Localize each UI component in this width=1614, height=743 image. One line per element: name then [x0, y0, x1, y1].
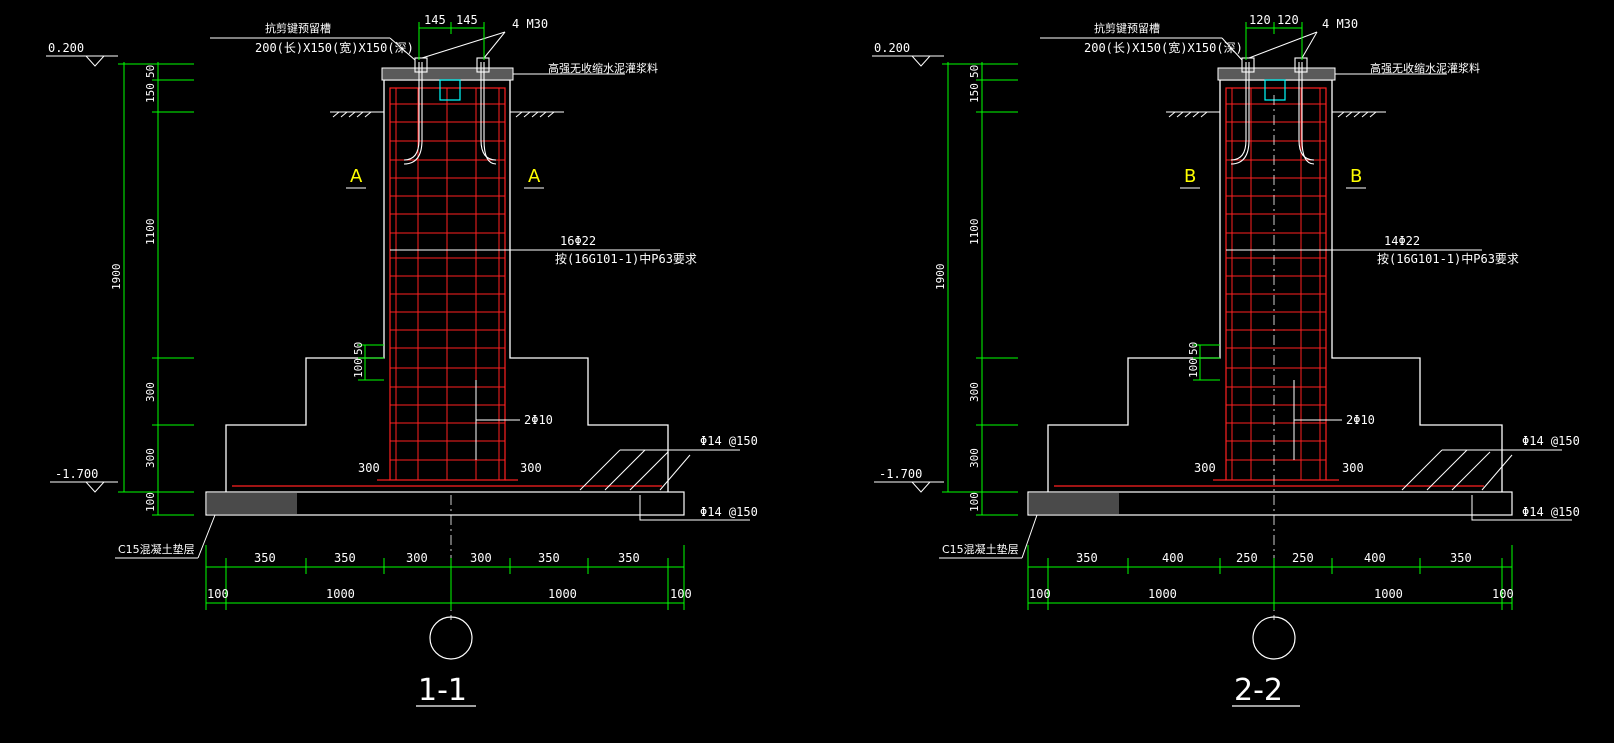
- elev-top: 0.200: [48, 41, 84, 55]
- vd-1900: 1900: [110, 264, 123, 291]
- section-2-2: 2Φ10 14Φ22 按(16G101-1)中P63要求 Φ14 @150 Φ1…: [872, 13, 1580, 708]
- bottom-bar-label: Φ14 @150: [700, 505, 758, 519]
- side-label-left: A: [350, 166, 363, 187]
- bolt-spacing-2: 145: [456, 13, 478, 27]
- bolt-label: 4 M30: [512, 17, 548, 31]
- hd-bot-2: 1000: [326, 587, 355, 601]
- vd-300b: 300: [144, 448, 157, 468]
- groove-label-2: 200(长)X150(宽)X150(深): [1084, 40, 1243, 55]
- hd-top-2: 350: [334, 551, 356, 565]
- foundation-outline: [1047, 79, 1503, 492]
- hd-bot-1: 100: [1029, 587, 1051, 601]
- vd-150: 150: [968, 83, 981, 103]
- grout-layer: [381, 67, 514, 81]
- tie-bar-label: 2Φ10: [1346, 413, 1375, 427]
- vd-50b: 50: [1187, 342, 1200, 355]
- hook-left-label: 300: [1194, 461, 1216, 475]
- hd-top-6: 350: [1450, 551, 1472, 565]
- vd-100: 100: [1187, 358, 1200, 378]
- cage-verticals: [1231, 88, 1321, 480]
- cage-stirrups: [390, 103, 505, 461]
- hd-bot-4: 100: [1492, 587, 1514, 601]
- hd-top-4: 300: [470, 551, 492, 565]
- hd-bot-1: 100: [207, 587, 229, 601]
- bolt-spacing-1: 120: [1249, 13, 1271, 27]
- hd-bot-2: 1000: [1148, 587, 1177, 601]
- shear-key-groove: [1264, 79, 1286, 101]
- groove-label-2: 200(长)X150(宽)X150(深): [255, 40, 414, 55]
- hd-top-2: 400: [1162, 551, 1184, 565]
- vd-100: 100: [352, 358, 365, 378]
- stirrup-label: Φ14 @150: [1522, 434, 1580, 448]
- main-bar-label: 16Φ22: [560, 234, 596, 248]
- tie-bar-label: 2Φ10: [524, 413, 553, 427]
- hd-top-5: 400: [1364, 551, 1386, 565]
- cushion-hatch: [1029, 493, 1119, 514]
- elev-top: 0.200: [874, 41, 910, 55]
- vd-50b: 50: [352, 342, 365, 355]
- hd-top-4: 250: [1292, 551, 1314, 565]
- grout-label: 高强无收缩水泥灌浆料: [1370, 61, 1480, 75]
- vd-150: 150: [144, 83, 157, 103]
- hd-bot-4: 100: [670, 587, 692, 601]
- vd-50: 50: [968, 65, 981, 78]
- section-title: 2-2: [1234, 673, 1283, 708]
- bolt-spacing-1: 145: [424, 13, 446, 27]
- rebar-cage: [1225, 87, 1327, 481]
- bolt-spacing-2: 120: [1277, 13, 1299, 27]
- shear-key-groove: [439, 79, 461, 101]
- hd-top-5: 350: [538, 551, 560, 565]
- anchor-bolts: [403, 57, 497, 165]
- bottom-bar-label: Φ14 @150: [1522, 505, 1580, 519]
- hook-right-label: 300: [1342, 461, 1364, 475]
- stirrup-label: Φ14 @150: [700, 434, 758, 448]
- vd-300a: 300: [144, 382, 157, 402]
- hd-bot-3: 1000: [1374, 587, 1403, 601]
- cushion-layer: [1027, 491, 1513, 516]
- vd-300b: 300: [968, 448, 981, 468]
- hd-top-3: 300: [406, 551, 428, 565]
- hd-top-1: 350: [1076, 551, 1098, 565]
- hd-top-1: 350: [254, 551, 276, 565]
- side-label-right: B: [1350, 166, 1362, 187]
- axis-bubble: [1252, 616, 1296, 660]
- hd-bot-3: 1000: [548, 587, 577, 601]
- hd-top-3: 250: [1236, 551, 1258, 565]
- vd-100b: 100: [968, 492, 981, 512]
- vd-300a: 300: [968, 382, 981, 402]
- main-bar-label: 14Φ22: [1384, 234, 1420, 248]
- side-label-right: A: [528, 166, 541, 187]
- hd-top-6: 350: [618, 551, 640, 565]
- elev-bottom: -1.700: [879, 467, 922, 481]
- cushion-hatch: [207, 493, 297, 514]
- grout-label: 高强无收缩水泥灌浆料: [548, 61, 658, 75]
- main-bar-spec: 按(16G101-1)中P63要求: [555, 251, 697, 266]
- vd-1100: 1100: [968, 219, 981, 246]
- cage-stirrups: [1226, 103, 1326, 461]
- section-1-1: 2Φ10 16Φ22 按(16G101-1)中P63要求 Φ14 @150 Φ1…: [46, 13, 758, 708]
- vd-1900: 1900: [934, 264, 947, 291]
- side-label-left: B: [1184, 166, 1196, 187]
- main-bar-spec: 按(16G101-1)中P63要求: [1377, 251, 1519, 266]
- vd-1100: 1100: [144, 219, 157, 246]
- cushion-layer: [205, 491, 685, 516]
- section-title: 1-1: [418, 673, 467, 708]
- hook-right-label: 300: [520, 461, 542, 475]
- vd-50: 50: [144, 65, 157, 78]
- anchor-bolts: [1230, 57, 1315, 165]
- cushion-label: C15混凝土垫层: [942, 542, 1019, 556]
- groove-label-1: 抗剪键预留槽: [1094, 21, 1160, 35]
- grout-layer: [1217, 67, 1336, 81]
- elev-bottom: -1.700: [55, 467, 98, 481]
- cage-verticals: [395, 88, 500, 480]
- hook-left-label: 300: [358, 461, 380, 475]
- axis-bubble: [429, 616, 473, 660]
- bolt-label: 4 M30: [1322, 17, 1358, 31]
- groove-label-1: 抗剪键预留槽: [265, 21, 331, 35]
- cushion-label: C15混凝土垫层: [118, 542, 195, 556]
- vd-100b: 100: [144, 492, 157, 512]
